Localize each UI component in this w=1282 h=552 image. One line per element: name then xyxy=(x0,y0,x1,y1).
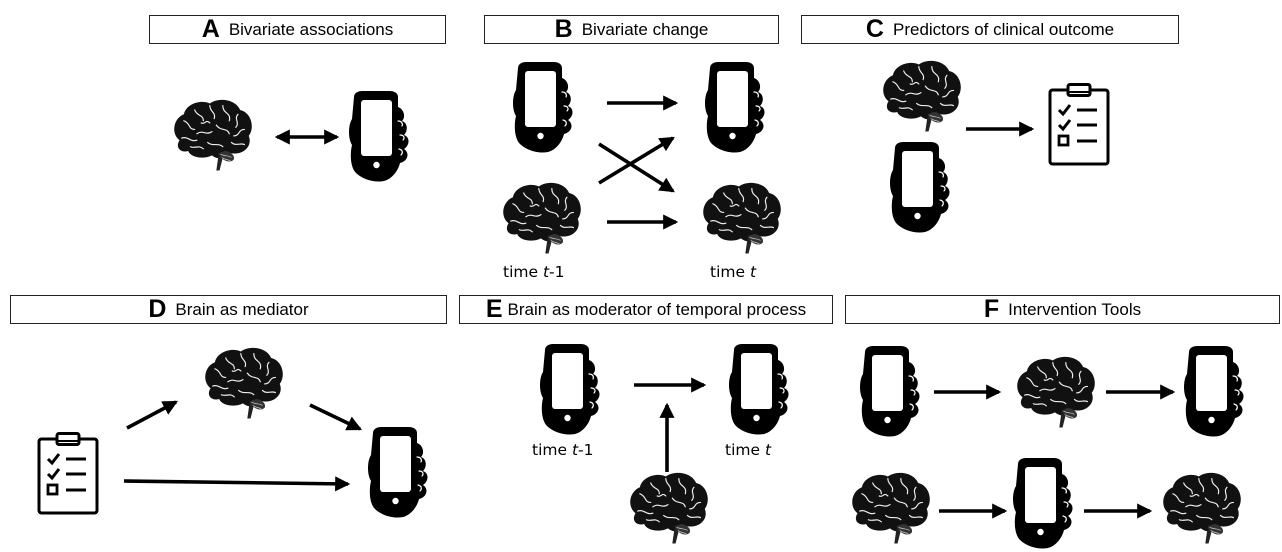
panel-b-title: Bivariate change xyxy=(581,20,709,39)
brain-icon xyxy=(882,60,962,133)
panel-b-letter: B xyxy=(554,15,573,43)
panel-d-letter: D xyxy=(148,295,167,323)
phone-in-hand-icon xyxy=(1183,346,1245,438)
time-label-e-curr: time t xyxy=(725,441,772,459)
phone-in-hand-icon xyxy=(728,344,790,436)
phone-in-hand-icon xyxy=(889,142,951,234)
panel-d-title: Brain as mediator xyxy=(175,300,309,319)
panel-c-letter: C xyxy=(865,15,884,43)
brain-icon xyxy=(702,182,782,255)
panel-a-title: Bivariate associations xyxy=(228,20,394,39)
panel-a-header: A Bivariate associations xyxy=(149,15,446,44)
panel-c-header: C Predictors of clinical outcome xyxy=(801,15,1179,44)
time-label-b-curr: time t xyxy=(710,263,757,281)
phone-in-hand-icon xyxy=(704,62,766,154)
arrow-brain-to-phone xyxy=(309,403,363,431)
time-label-b-prev: time t-1 xyxy=(503,263,565,281)
arrow-clipboard-to-brain xyxy=(126,400,179,430)
panel-e-diagram xyxy=(539,344,790,545)
panel-f-diagram xyxy=(851,346,1245,550)
time-label-e-prev: time t-1 xyxy=(532,441,594,459)
arrow-phone-to-brain xyxy=(598,142,675,193)
panel-c-diagram xyxy=(882,60,1110,234)
panel-d-diagram xyxy=(37,347,429,519)
clipboard-checklist-icon xyxy=(1048,83,1110,166)
arrow-brain-to-phone xyxy=(598,136,675,185)
brain-icon xyxy=(629,472,709,545)
panel-e-header: E Brain as moderator of temporal process xyxy=(459,295,833,324)
panel-b-diagram xyxy=(502,62,782,255)
brain-icon xyxy=(1162,472,1242,545)
brain-icon xyxy=(173,99,253,172)
phone-in-hand-icon xyxy=(367,427,429,519)
phone-in-hand-icon xyxy=(859,346,921,438)
panel-c-title: Predictors of clinical outcome xyxy=(892,20,1115,39)
brain-icon xyxy=(502,182,582,255)
phone-in-hand-icon xyxy=(512,62,574,154)
panel-f-title: Intervention Tools xyxy=(1008,300,1142,319)
clipboard-checklist-icon xyxy=(37,432,99,515)
brain-icon xyxy=(204,347,284,420)
phone-in-hand-icon xyxy=(539,344,601,436)
panel-e-title: Brain as moderator of temporal process xyxy=(507,300,807,319)
panel-f-header: F Intervention Tools xyxy=(845,295,1280,324)
panel-b-header: B Bivariate change xyxy=(484,15,779,44)
panel-a-diagram xyxy=(173,91,410,183)
panel-e-letter: E xyxy=(485,295,503,323)
panel-d-header: D Brain as mediator xyxy=(10,295,447,324)
brain-icon xyxy=(1016,356,1096,429)
arrow-clipboard-to-phone xyxy=(123,476,351,492)
phone-in-hand-icon xyxy=(348,91,410,183)
panel-a-letter: A xyxy=(201,15,220,43)
brain-icon xyxy=(851,472,931,545)
panel-f-letter: F xyxy=(983,295,1000,323)
phone-in-hand-icon xyxy=(1012,458,1074,550)
